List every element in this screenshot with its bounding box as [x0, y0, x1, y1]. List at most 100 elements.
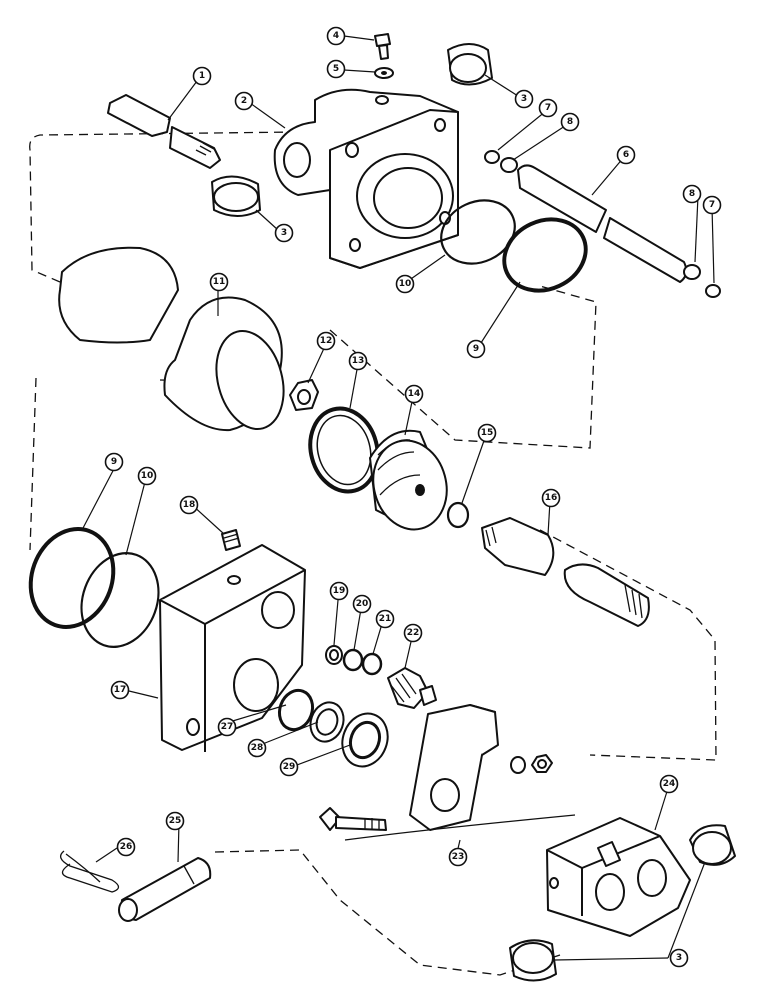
clevis-pin-part-25: [118, 857, 212, 922]
callout-26: 26: [116, 837, 136, 857]
pin-to-clevis-outline: [214, 849, 561, 976]
callout-22: 22: [403, 623, 423, 643]
svg-text:9: 9: [473, 344, 479, 354]
svg-text:3: 3: [281, 228, 287, 238]
svg-text:6: 6: [623, 150, 629, 160]
washer-part-28: [309, 701, 345, 743]
svg-text:12: 12: [320, 336, 333, 346]
bracket-group-brace: [344, 814, 576, 841]
callout-5: 5: [326, 59, 346, 79]
seal-part-29: [341, 712, 389, 768]
svg-text:14: 14: [408, 389, 421, 399]
callout-1: 1: [192, 66, 212, 86]
svg-text:16: 16: [545, 493, 558, 503]
callout-9-upper: 9: [466, 339, 486, 359]
pin-part-6: [517, 164, 688, 283]
washer-part-19: [325, 645, 343, 665]
upper-assembly-outline: [29, 131, 597, 449]
backup-ring-part-10-lower: [80, 552, 160, 648]
o-ring-part-27: [277, 688, 315, 732]
svg-text:20: 20: [356, 599, 369, 609]
callout-27: 27: [217, 717, 237, 737]
piston-part-14: [369, 429, 448, 531]
hairpin-clip-part-26: [59, 850, 120, 893]
svg-text:13: 13: [352, 356, 365, 366]
svg-text:4: 4: [333, 31, 339, 41]
screw-part-4: [374, 33, 391, 60]
callout-7-right: 7: [702, 195, 722, 215]
callout-20: 20: [352, 594, 372, 614]
svg-text:3: 3: [676, 953, 682, 963]
callout-19: 19: [329, 581, 349, 601]
callout-6: 6: [616, 145, 636, 165]
lockwasher-and-nut: [510, 754, 553, 774]
svg-text:15: 15: [481, 428, 494, 438]
o-ring-part-21: [361, 652, 383, 676]
svg-text:3: 3: [521, 94, 527, 104]
svg-text:7: 7: [709, 200, 715, 210]
svg-text:9: 9: [111, 457, 117, 467]
svg-text:23: 23: [452, 852, 465, 862]
svg-text:11: 11: [213, 277, 226, 287]
callout-15: 15: [477, 423, 497, 443]
svg-text:10: 10: [141, 471, 154, 481]
svg-text:21: 21: [379, 614, 392, 624]
callout-23: 23: [448, 847, 468, 867]
svg-text:26: 26: [120, 842, 133, 852]
washer-part-8: [500, 157, 701, 280]
svg-text:7: 7: [545, 103, 551, 113]
piston-rod-part-16: [481, 517, 650, 627]
o-ring-part-9-lower: [28, 527, 116, 629]
o-ring-part-9-upper: [502, 217, 588, 293]
svg-text:5: 5: [333, 64, 339, 74]
callout-21: 21: [375, 609, 395, 629]
check-valve-part-22: [387, 667, 437, 709]
svg-text:19: 19: [333, 586, 346, 596]
callout-4: 4: [326, 26, 346, 46]
barrel-tube-part-11: [58, 246, 285, 432]
callout-11: 11: [209, 272, 229, 292]
callout-3-clevis: 3: [669, 948, 689, 968]
valve-body-part-17: [159, 544, 306, 752]
callout-8-upper: 8: [560, 112, 580, 132]
svg-text:2: 2: [241, 96, 247, 106]
callout-12: 12: [316, 331, 336, 351]
callout-13: 13: [348, 351, 368, 371]
washer-part-5: [374, 67, 394, 79]
svg-text:28: 28: [251, 743, 264, 753]
svg-text:18: 18: [183, 500, 196, 510]
bracket-part-23: [319, 704, 499, 831]
cylinder-end-cap-part-2: [273, 88, 459, 269]
nut-part-12: [289, 379, 319, 411]
bushing-part-3-bottom: [509, 939, 557, 982]
backup-ring-part-10-upper: [440, 199, 516, 265]
clevis-part-24: [546, 817, 691, 937]
bushing-part-3-left: [211, 175, 261, 217]
callout-8-right: 8: [682, 184, 702, 204]
callout-18: 18: [179, 495, 199, 515]
callout-17: 17: [110, 680, 130, 700]
svg-text:8: 8: [689, 189, 695, 199]
callout-24: 24: [659, 774, 679, 794]
svg-text:22: 22: [407, 628, 420, 638]
callout-10-lower: 10: [137, 466, 157, 486]
callout-3-left: 3: [274, 223, 294, 243]
retaining-ring-part-7: [484, 150, 721, 298]
svg-text:10: 10: [399, 279, 412, 289]
svg-text:17: 17: [114, 685, 127, 695]
callout-2: 2: [234, 91, 254, 111]
svg-text:25: 25: [169, 816, 182, 826]
svg-text:29: 29: [283, 762, 296, 772]
svg-text:27: 27: [221, 722, 234, 732]
svg-text:8: 8: [567, 117, 573, 127]
callout-25: 25: [165, 811, 185, 831]
o-ring-part-15: [446, 501, 470, 529]
callout-3-top: 3: [514, 89, 534, 109]
bolt-part-1: [107, 94, 221, 169]
o-ring-part-20: [342, 648, 364, 672]
callout-9-lower: 9: [104, 452, 124, 472]
callout-7-upper: 7: [538, 98, 558, 118]
plug-part-18: [221, 529, 241, 551]
callout-14: 14: [404, 384, 424, 404]
